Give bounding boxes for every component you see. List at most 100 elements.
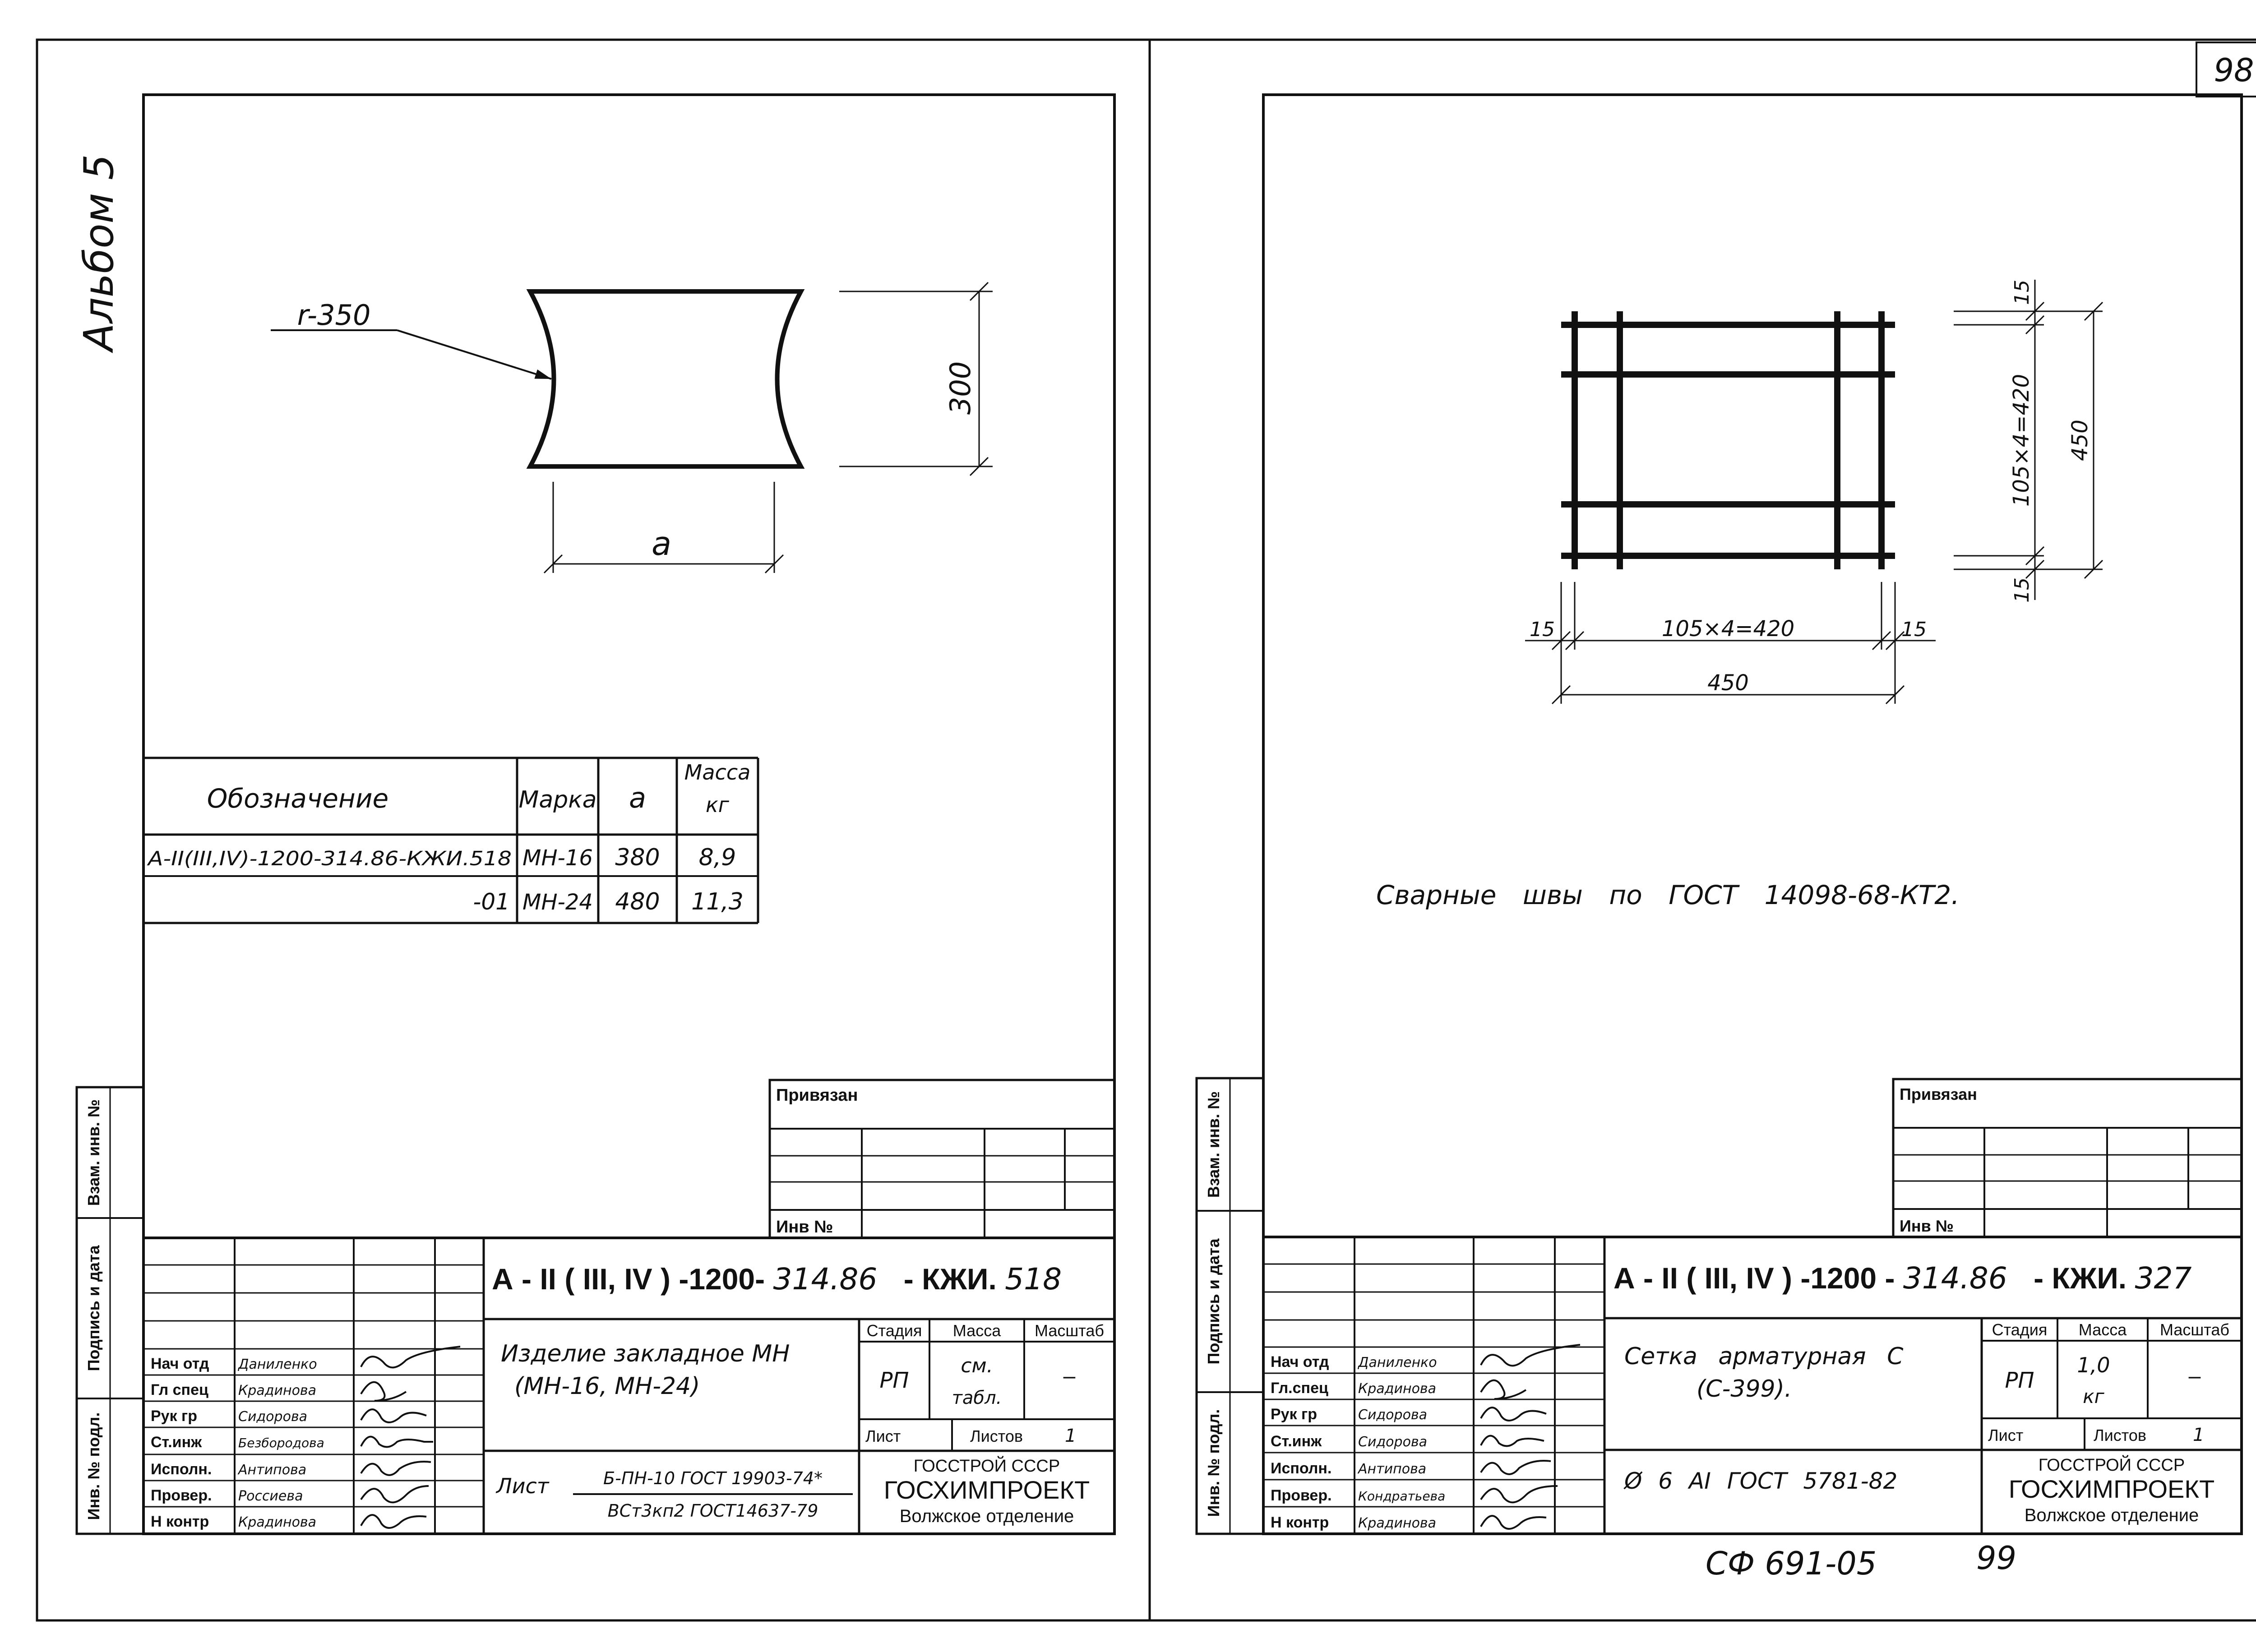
item-name-line1: Изделие закладное МН bbox=[501, 1340, 790, 1367]
person-name: Сидорова bbox=[238, 1409, 307, 1425]
dim-left-small: 15 bbox=[1530, 618, 1555, 641]
side-label-sign: Подпись и дата bbox=[84, 1245, 103, 1371]
width-tick-left bbox=[543, 554, 563, 574]
radius-leader bbox=[397, 329, 552, 380]
person-name: Сидорова bbox=[1358, 1407, 1427, 1423]
signature bbox=[1480, 1344, 1581, 1367]
spec-row-2-a: 480 bbox=[615, 888, 660, 915]
title-block-frame bbox=[142, 1237, 1116, 1535]
spec-header-mark: Марка bbox=[518, 786, 596, 813]
role-label: Н контр bbox=[1271, 1514, 1329, 1531]
person-name: Антипова bbox=[1357, 1461, 1426, 1477]
scale-value: – bbox=[2189, 1364, 2201, 1388]
height-dim: 300 bbox=[944, 361, 977, 415]
col-mass: Масса bbox=[2079, 1320, 2127, 1339]
person-name: Крадинова bbox=[238, 1383, 316, 1398]
spec-row-1-a: 380 bbox=[615, 844, 660, 871]
org-line2: ГОСХИМПРОЕКТ bbox=[884, 1476, 1090, 1504]
signature bbox=[1480, 1379, 1527, 1400]
height-tick-top bbox=[969, 281, 989, 301]
spec-header-designation: Обозначение bbox=[207, 783, 388, 814]
mass-value-line1: 1,0 bbox=[2077, 1353, 2110, 1377]
mesh-dim-tick bbox=[1551, 685, 1571, 705]
role-label: Нач отд bbox=[151, 1355, 209, 1372]
person-name: Сидорова bbox=[1358, 1434, 1427, 1450]
side-label-inv: Инв. № подл. bbox=[1204, 1409, 1223, 1517]
mesh-dim-tick bbox=[1551, 631, 1571, 651]
outer-border bbox=[36, 38, 2256, 1622]
spec-header-a: a bbox=[629, 781, 646, 814]
role-label: Провер. bbox=[1271, 1487, 1332, 1504]
col-scale: Масштаб bbox=[2160, 1320, 2229, 1339]
mesh-dim-tick bbox=[2025, 301, 2045, 321]
width-dim: a bbox=[652, 525, 671, 563]
org-line3: Волжское отделение bbox=[2025, 1505, 2199, 1525]
role-label: Рук гр bbox=[1271, 1406, 1317, 1423]
right-title-block: А - II ( III, IV ) -1200 - 314.86 - КЖИ.… bbox=[1262, 1236, 2243, 1535]
signature bbox=[1480, 1407, 1547, 1421]
spec-row-1-mark: МН-16 bbox=[522, 845, 593, 871]
signature bbox=[1480, 1460, 1551, 1475]
mass-value-line2: табл. bbox=[952, 1388, 1002, 1408]
dim-vertical-inner: 105×4=420 bbox=[2009, 374, 2034, 507]
weld-note: Сварные швы по ГОСТ 14098-68-КТ2. bbox=[1376, 880, 1960, 910]
signature bbox=[360, 1435, 433, 1448]
doc-code-suffix: - КЖИ. bbox=[2034, 1261, 2127, 1295]
footer-page: 99 bbox=[1976, 1540, 2016, 1577]
person-name: Крадинова bbox=[1358, 1515, 1436, 1531]
right-sheet: 15 105×4=420 450 15 15 105×4=420 15 450 bbox=[1195, 93, 2243, 1582]
doc-code-sheet: 518 bbox=[1005, 1262, 1062, 1297]
material-line2: ВСт3кп2 ГОСТ14637-79 bbox=[608, 1501, 818, 1521]
left-privyazan-box: Привязан Инв № bbox=[768, 1079, 1116, 1239]
sheet-label: Лист bbox=[865, 1427, 901, 1445]
org-line1: ГОССТРОЙ СССР bbox=[2039, 1454, 2185, 1475]
page-number: 98 bbox=[2214, 52, 2254, 89]
sheet-label: Лист bbox=[1988, 1426, 2023, 1444]
col-stage: Стадия bbox=[1992, 1320, 2048, 1339]
role-label: Гл.спец bbox=[1271, 1380, 1328, 1397]
item-name-line2: (С-399). bbox=[1697, 1375, 1792, 1403]
stage-value: РП bbox=[2005, 1368, 2034, 1393]
role-label: Н контр bbox=[151, 1513, 209, 1530]
role-label: Ст.инж bbox=[151, 1434, 202, 1451]
mesh-dim-tick bbox=[1885, 631, 1905, 651]
mesh-dim-tick bbox=[1872, 631, 1891, 651]
spec-row-2-designation: -01 bbox=[473, 889, 510, 915]
spec-row-1-designation: А-II(III,IV)-1200-314.86-КЖИ.518 bbox=[147, 847, 512, 870]
side-label-sign: Подпись и дата bbox=[1204, 1238, 1223, 1365]
person-name: Антипова bbox=[237, 1462, 306, 1478]
spec-table: Обозначение Марка a Масса кг А-II(III,IV… bbox=[143, 757, 759, 924]
right-privyazan-box: Привязан Инв № bbox=[1892, 1078, 2243, 1238]
doc-code-prefix: А - II ( III, IV ) -1200- bbox=[492, 1262, 765, 1296]
left-title-block: А - II ( III, IV ) -1200- 314.86 - КЖИ. … bbox=[142, 1237, 1116, 1535]
spec-row-2-mass: 11,3 bbox=[691, 888, 744, 915]
person-name: Безбородова bbox=[238, 1435, 324, 1450]
left-sheet: r-350 300 a Обозначение bbox=[75, 93, 1116, 1535]
person-name: Кондратьева bbox=[1358, 1489, 1445, 1504]
right-side-strip: Взам. инв. № Подпись и дата Инв. № подл. bbox=[1195, 1077, 1265, 1535]
signature bbox=[360, 1514, 427, 1529]
dim-horizontal-total: 450 bbox=[1707, 670, 1749, 696]
role-label: Исполн. bbox=[1271, 1460, 1331, 1477]
role-label: Ст.инж bbox=[1271, 1433, 1322, 1450]
role-label: Нач отд bbox=[1271, 1353, 1329, 1371]
doc-code-num: 314.86 bbox=[1903, 1261, 2007, 1296]
org-line1: ГОССТРОЙ СССР bbox=[914, 1455, 1060, 1476]
dim-horizontal-inner: 105×4=420 bbox=[1662, 616, 1794, 641]
signature bbox=[360, 1461, 431, 1476]
signature bbox=[1480, 1485, 1558, 1504]
dim-right-small: 15 bbox=[1901, 618, 1927, 641]
left-plate-drawing: r-350 300 a bbox=[271, 281, 993, 574]
signature bbox=[1480, 1435, 1544, 1447]
mesh-dim-tick bbox=[2084, 301, 2103, 321]
col-mass: Масса bbox=[953, 1321, 1001, 1340]
doc-code: А - II ( III, IV ) -1200- 314.86 - КЖИ. … bbox=[492, 1262, 1062, 1297]
signature bbox=[360, 1408, 427, 1423]
mesh-drawing: 15 105×4=420 450 15 15 105×4=420 15 450 bbox=[1525, 280, 2103, 705]
person-name: Даниленко bbox=[237, 1357, 317, 1372]
album-label: Альбом 5 bbox=[75, 154, 123, 353]
sheets-value: 1 bbox=[2193, 1425, 2204, 1445]
page-number-box bbox=[2196, 42, 2256, 97]
